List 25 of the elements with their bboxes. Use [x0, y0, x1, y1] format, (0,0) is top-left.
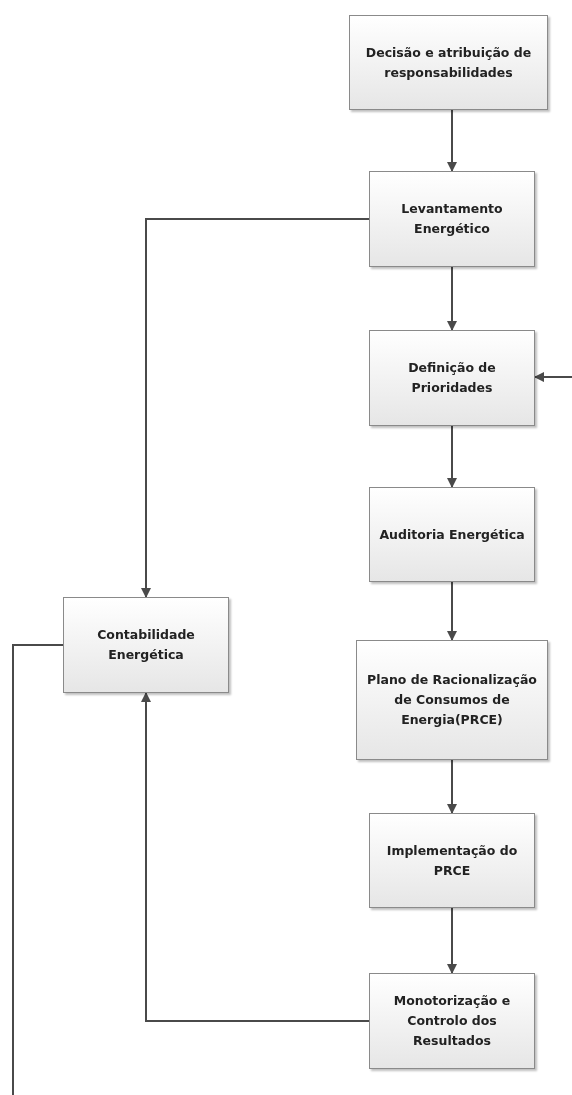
step-label: Auditoria Energética [378, 525, 526, 544]
step-label: Monotorização e Controlo dos Resultados [392, 992, 512, 1050]
step-label: Levantamento Energético [400, 200, 504, 238]
arrow [141, 692, 370, 1022]
process-box [369, 171, 535, 267]
process-box [356, 640, 548, 760]
process-box [63, 597, 229, 693]
process-box [369, 813, 535, 908]
process-box [349, 15, 548, 110]
arrow [447, 425, 457, 488]
arrow [447, 907, 457, 974]
arrow [447, 759, 457, 814]
arrow [447, 109, 457, 172]
step-label: Decisão e atribuição de responsabilidades [364, 43, 533, 82]
arrow [534, 372, 572, 383]
step-label: Implementação do PRCE [385, 841, 519, 880]
step-label: Definição de Prioridades [407, 359, 497, 397]
process-box [369, 330, 535, 426]
step-label: Plano de Racionalização de Consumos de Energia(PRCE) [366, 671, 538, 729]
arrow [447, 266, 457, 331]
process-box [369, 973, 535, 1069]
arrow [447, 581, 457, 641]
process-box [369, 487, 535, 582]
arrow [141, 218, 370, 598]
step-label: Contabilidade Energética [96, 626, 196, 664]
